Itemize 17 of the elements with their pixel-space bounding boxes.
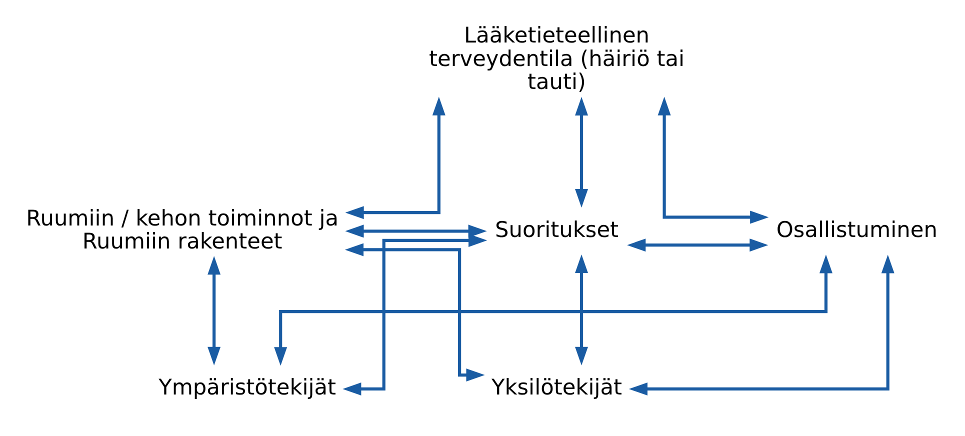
arrow bbox=[345, 224, 487, 238]
arrow bbox=[345, 96, 446, 220]
arrow bbox=[344, 243, 485, 382]
arrow bbox=[628, 254, 894, 396]
arrow bbox=[342, 234, 488, 396]
node-text: Ympäristötekijät bbox=[158, 376, 336, 401]
node-text: Yksilötekijät bbox=[492, 376, 622, 401]
arrow bbox=[575, 254, 588, 366]
node-text: Osallistuminen bbox=[776, 218, 938, 243]
node-text: Suoritukset bbox=[495, 218, 619, 243]
arrow bbox=[627, 238, 768, 252]
arrow bbox=[274, 254, 832, 366]
node-text: Ruumiin / kehon toiminnot ja Ruumiin rakenteet bbox=[26, 206, 339, 254]
node-text: Lääketieteellinen terveydentila (häiriö tai tauti) bbox=[429, 24, 684, 96]
arrow bbox=[658, 96, 769, 224]
arrow bbox=[575, 96, 588, 208]
arrow bbox=[208, 256, 221, 366]
